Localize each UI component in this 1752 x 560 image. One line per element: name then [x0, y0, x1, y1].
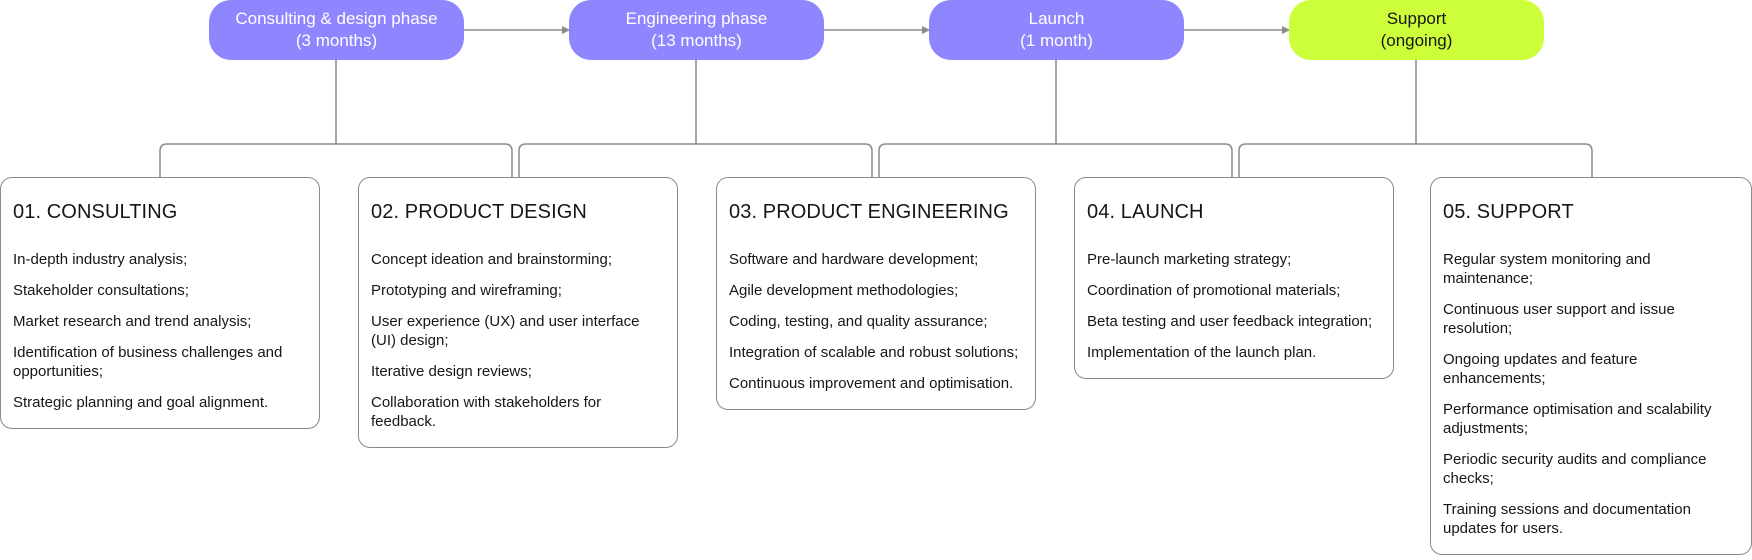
card-title: 02. PRODUCT DESIGN — [371, 201, 587, 223]
list-item: Identification of business challenges an… — [13, 344, 283, 380]
list-item: Collaboration with stakeholders for feed… — [371, 394, 602, 430]
list-item: Agile development methodologies; — [729, 282, 959, 299]
card-launch: 04. LAUNCH Pre-launch marketing strategy… — [1074, 177, 1394, 379]
phase-launch: Launch (1 month) — [929, 0, 1184, 60]
list-item: Integration of scalable and robust solut… — [729, 344, 1019, 361]
phase-label: Engineering phase — [625, 9, 768, 28]
card-title: 03. PRODUCT ENGINEERING — [729, 201, 1009, 223]
card-item-list: Software and hardware development; Agile… — [729, 250, 1025, 393]
card-consulting: 01. CONSULTING In-depth industry analysi… — [0, 177, 320, 429]
card-support: 05. SUPPORT Regular system monitoring an… — [1430, 177, 1752, 555]
list-item: Concept ideation and brainstorming; — [371, 251, 612, 268]
bracket-support — [1238, 60, 1593, 177]
phase-duration: (13 months) — [651, 31, 742, 50]
list-item: Continuous improvement and optimisation. — [729, 375, 1014, 392]
list-item: Periodic security audits and compliance … — [1443, 451, 1707, 487]
card-title: 04. LAUNCH — [1087, 201, 1204, 223]
list-item: User experience (UX) and user interface … — [371, 313, 640, 349]
bracket-launch — [878, 60, 1233, 177]
list-item: Coordination of promotional materials; — [1087, 282, 1341, 299]
list-item: Pre-launch marketing strategy; — [1087, 251, 1292, 268]
phase-duration: (ongoing) — [1380, 31, 1453, 50]
phase-consulting-design: Consulting & design phase (3 months) — [209, 0, 464, 60]
phase-duration: (3 months) — [295, 31, 378, 50]
phase-engineering: Engineering phase (13 months) — [569, 0, 824, 60]
list-item: Ongoing updates and feature enhancements… — [1443, 351, 1638, 387]
card-item-list: In-depth industry analysis; Stakeholder … — [13, 250, 309, 412]
card-item-list: Pre-launch marketing strategy; Coordinat… — [1087, 250, 1383, 362]
list-item: Prototyping and wireframing; — [371, 282, 562, 299]
list-item: Training sessions and documentation upda… — [1443, 501, 1691, 537]
list-item: In-depth industry analysis; — [13, 251, 188, 268]
list-item: Stakeholder consultations; — [13, 282, 189, 299]
phase-duration: (1 month) — [1020, 31, 1093, 50]
phase-label: Consulting & design phase — [235, 9, 438, 28]
card-title: 05. SUPPORT — [1443, 201, 1574, 223]
card-product-engineering: 03. PRODUCT ENGINEERING Software and har… — [716, 177, 1036, 410]
phase-label: Support — [1386, 9, 1447, 28]
list-item: Continuous user support and issue resolu… — [1443, 301, 1675, 337]
card-title: 01. CONSULTING — [13, 201, 178, 223]
list-item: Performance optimisation and scalability… — [1443, 401, 1712, 437]
list-item: Implementation of the launch plan. — [1087, 344, 1317, 361]
list-item: Software and hardware development; — [729, 251, 979, 268]
card-item-list: Regular system monitoring and maintenanc… — [1443, 250, 1741, 538]
bracket-engineering — [518, 60, 873, 177]
bracket-consulting-design — [159, 60, 513, 177]
card-item-list: Concept ideation and brainstorming; Prot… — [371, 250, 667, 431]
list-item: Beta testing and user feedback integrati… — [1087, 313, 1373, 330]
list-item: Coding, testing, and quality assurance; — [729, 313, 988, 330]
list-item: Iterative design reviews; — [371, 363, 532, 380]
phase-support: Support (ongoing) — [1289, 0, 1544, 60]
card-product-design: 02. PRODUCT DESIGN Concept ideation and … — [358, 177, 678, 448]
list-item: Strategic planning and goal alignment. — [13, 394, 269, 411]
phase-label: Launch — [1028, 9, 1085, 28]
list-item: Regular system monitoring and maintenanc… — [1443, 251, 1651, 287]
list-item: Market research and trend analysis; — [13, 313, 252, 330]
